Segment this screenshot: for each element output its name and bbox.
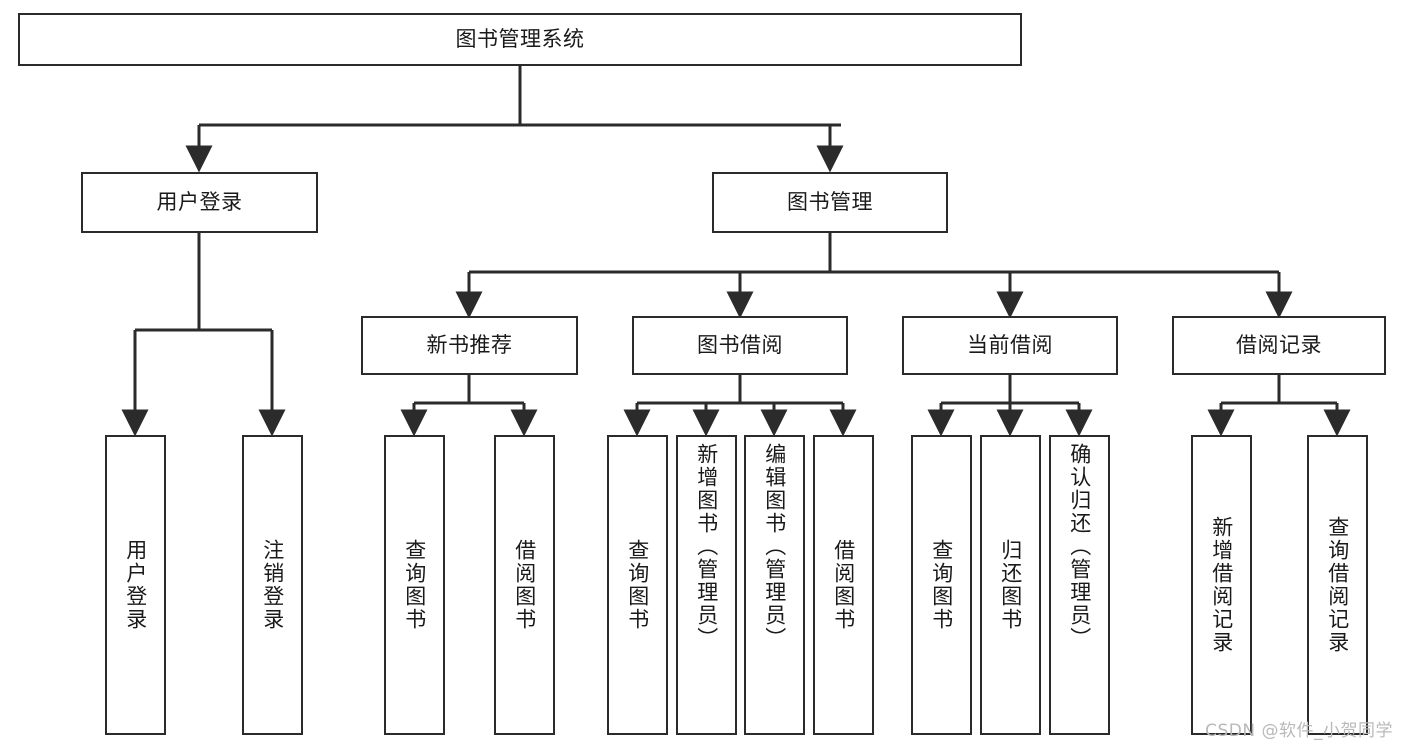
node-label: 确认归还（管理员）	[1067, 443, 1092, 650]
node-label: 新增借阅记录	[1209, 516, 1234, 654]
leaf-query-book-current[interactable]: 查询图书	[911, 435, 972, 735]
leaf-borrow-book-newbook[interactable]: 借阅图书	[494, 435, 555, 735]
node-label: 归还图书	[998, 539, 1023, 631]
watermark-text: CSDN @软件_小贺同学	[1205, 721, 1393, 741]
node-label: 注销登录	[260, 539, 285, 631]
node-label: 编辑图书（管理员）	[762, 443, 787, 650]
node-label: 当前借阅	[967, 332, 1053, 357]
node-current-borrow[interactable]: 当前借阅	[902, 316, 1118, 375]
leaf-user-login[interactable]: 用户登录	[105, 435, 166, 735]
node-label: 查询图书	[625, 539, 650, 631]
node-label: 查询图书	[929, 539, 954, 631]
node-label: 新增图书（管理员）	[694, 443, 719, 650]
node-new-book-recommend[interactable]: 新书推荐	[361, 316, 578, 375]
node-book-borrow[interactable]: 图书借阅	[632, 316, 848, 375]
leaf-edit-book-admin[interactable]: 编辑图书（管理员）	[744, 435, 805, 735]
leaf-query-borrow-record[interactable]: 查询借阅记录	[1307, 435, 1368, 735]
node-label: 查询图书	[402, 539, 427, 631]
node-user-login[interactable]: 用户登录	[81, 172, 318, 233]
leaf-query-book-borrow[interactable]: 查询图书	[607, 435, 668, 735]
node-label: 用户登录	[123, 539, 148, 631]
node-label: 图书借阅	[697, 332, 783, 357]
node-label: 查询借阅记录	[1325, 516, 1350, 654]
node-label: 图书管理	[787, 189, 873, 214]
node-label: 新书推荐	[426, 332, 513, 357]
node-book-management[interactable]: 图书管理	[712, 172, 948, 233]
leaf-return-book[interactable]: 归还图书	[980, 435, 1041, 735]
node-borrow-record[interactable]: 借阅记录	[1172, 316, 1386, 375]
leaf-query-book-newbook[interactable]: 查询图书	[384, 435, 445, 735]
leaf-add-borrow-record[interactable]: 新增借阅记录	[1191, 435, 1252, 735]
leaf-add-book-admin[interactable]: 新增图书（管理员）	[676, 435, 737, 735]
leaf-logout[interactable]: 注销登录	[242, 435, 303, 735]
node-label: 借阅图书	[831, 539, 856, 631]
leaf-confirm-return-admin[interactable]: 确认归还（管理员）	[1049, 435, 1110, 735]
node-root-system[interactable]: 图书管理系统	[18, 13, 1022, 66]
node-label: 借阅记录	[1236, 332, 1322, 357]
node-label: 借阅图书	[512, 539, 537, 631]
leaf-borrow-book[interactable]: 借阅图书	[813, 435, 874, 735]
node-label: 图书管理系统	[455, 26, 585, 51]
node-label: 用户登录	[156, 189, 243, 214]
